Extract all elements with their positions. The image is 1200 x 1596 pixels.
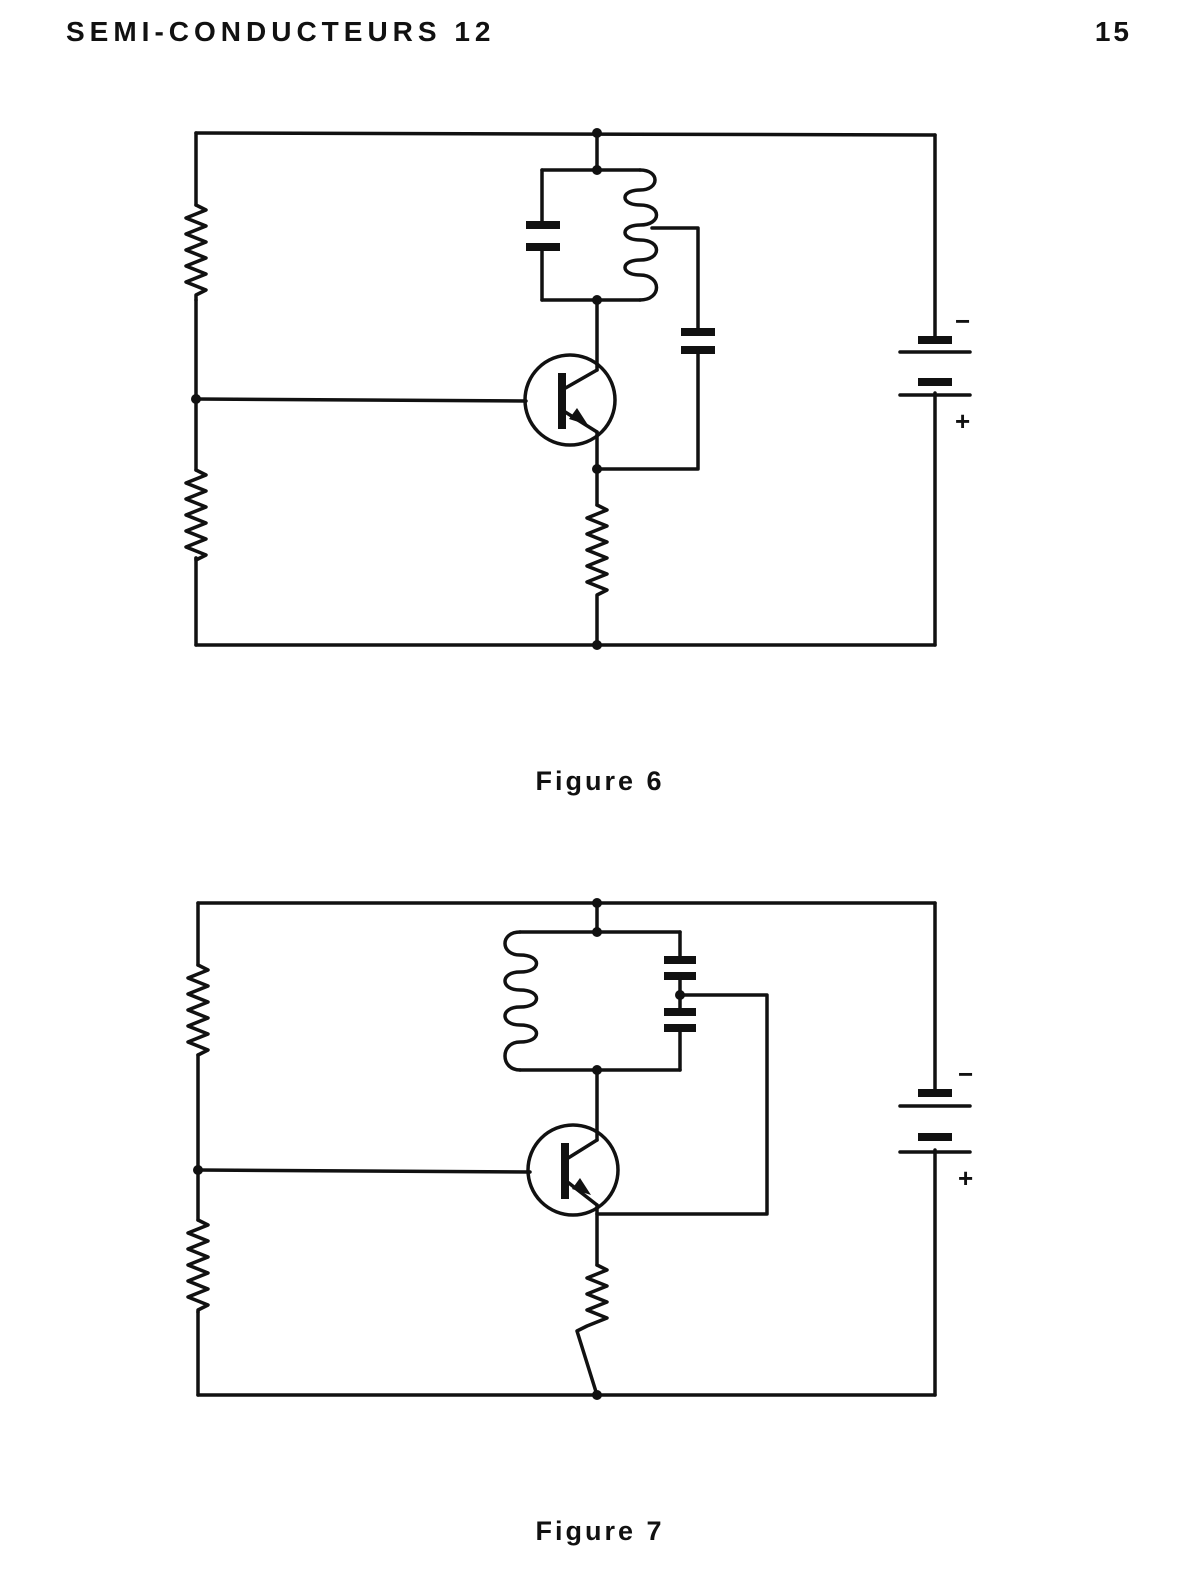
resistor-r2 (186, 1218, 210, 1314)
transistor-q1 (526, 1123, 620, 1217)
figure-7-circuit: − + (186, 898, 973, 1400)
base-wire (194, 397, 528, 403)
base-wire (196, 1168, 532, 1174)
transistor-q1 (523, 353, 617, 447)
battery (898, 1089, 972, 1154)
battery-minus-label: − (955, 306, 970, 336)
figure-7-caption: Figure 7 (535, 1516, 665, 1546)
tank-inductor (623, 168, 659, 302)
resistor-re (575, 1263, 609, 1397)
resistor-r1 (184, 203, 208, 302)
outer-wires (194, 131, 937, 647)
outer-wires (196, 901, 937, 1397)
battery-plus-label: + (958, 1163, 973, 1193)
resistor-re (585, 503, 609, 647)
tank-capacitor-lower (664, 1008, 696, 1032)
page-number: 15 (1094, 16, 1132, 47)
resistor-r1 (186, 963, 210, 1057)
battery (898, 336, 972, 397)
battery-minus-label: − (958, 1059, 973, 1089)
coupling-capacitor (681, 328, 715, 354)
tank-capacitor-upper (664, 956, 696, 980)
tank-capacitor (526, 221, 560, 251)
resistor-r2 (184, 468, 208, 562)
tank-inductor (503, 930, 539, 1072)
figure-6-circuit: − + (184, 128, 972, 650)
battery-plus-label: + (955, 406, 970, 436)
page-header-title: SEMI-CONDUCTEURS 12 (66, 16, 496, 47)
figure-6-caption: Figure 6 (535, 766, 665, 796)
